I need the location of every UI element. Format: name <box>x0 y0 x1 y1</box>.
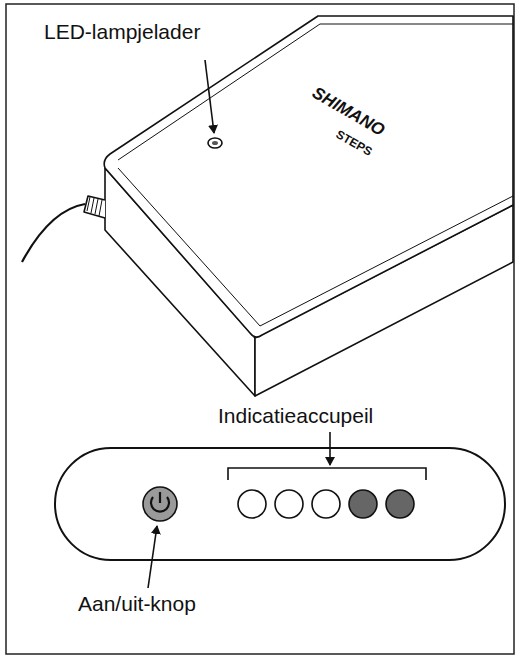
part-label: Aan/uit-knop <box>78 592 196 615</box>
part-label: Indicatieaccupeil <box>218 404 373 427</box>
part-label: LED-lampjelader <box>44 20 200 43</box>
